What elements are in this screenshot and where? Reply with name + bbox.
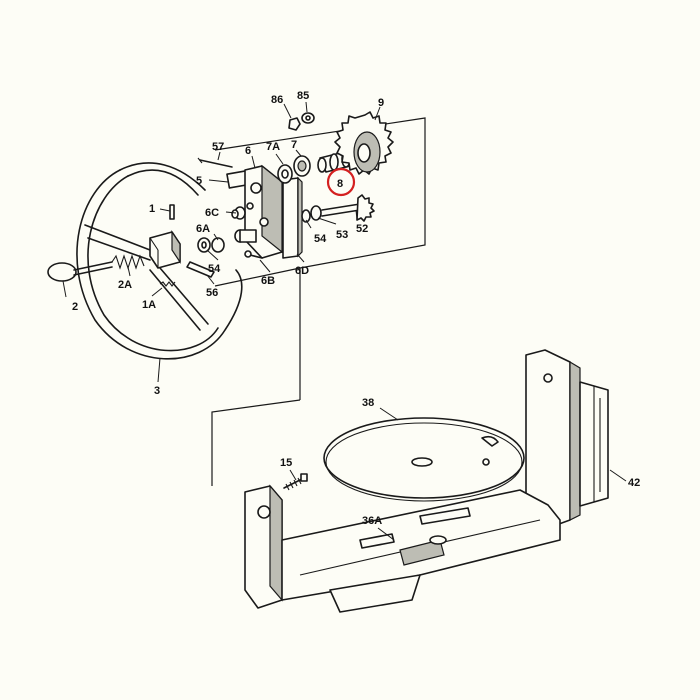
label-56: 56 bbox=[206, 287, 218, 299]
label-85: 85 bbox=[297, 90, 309, 102]
label-7: 7 bbox=[291, 139, 297, 151]
label-2a: 2A bbox=[118, 279, 132, 291]
label-6c: 6C bbox=[205, 207, 219, 219]
label-86: 86 bbox=[271, 94, 283, 106]
bushing-6a bbox=[211, 229, 257, 253]
bolt-6b bbox=[244, 250, 263, 259]
pin-57 bbox=[197, 157, 233, 168]
base-frame bbox=[244, 484, 561, 613]
label-15: 15 bbox=[280, 457, 292, 469]
label-54-upper: 54 bbox=[314, 233, 327, 245]
label-38: 38 bbox=[362, 397, 374, 409]
turntable-plate-38 bbox=[323, 417, 525, 502]
washer-7a bbox=[277, 164, 293, 184]
washer-54-upper bbox=[301, 209, 311, 223]
nut-86 bbox=[288, 117, 301, 131]
pinion-shaft-52 bbox=[321, 194, 375, 222]
label-9: 9 bbox=[378, 97, 384, 109]
label-3: 3 bbox=[154, 385, 160, 397]
plate-6d bbox=[282, 176, 303, 259]
wheel-clamp-block bbox=[149, 230, 181, 269]
label-2: 2 bbox=[72, 301, 78, 313]
label-6d: 6D bbox=[295, 265, 309, 277]
label-7a: 7A bbox=[266, 141, 280, 153]
washer-54-lower bbox=[197, 237, 211, 253]
label-6a: 6A bbox=[196, 223, 210, 235]
label-57: 57 bbox=[212, 141, 224, 153]
label-6b: 6B bbox=[261, 275, 275, 287]
spring-2a bbox=[111, 254, 145, 270]
seal-7 bbox=[293, 155, 311, 177]
label-52: 52 bbox=[356, 223, 368, 235]
upright-42 bbox=[525, 349, 609, 529]
steering-wheel bbox=[76, 162, 243, 360]
label-42: 42 bbox=[628, 477, 640, 489]
label-6: 6 bbox=[245, 145, 251, 157]
gear-9 bbox=[334, 111, 394, 175]
label-54-lower: 54 bbox=[208, 263, 221, 275]
label-36a: 36A bbox=[362, 515, 382, 527]
label-5: 5 bbox=[196, 175, 202, 187]
lower-frame-assembly bbox=[211, 349, 609, 613]
highlight-ring-part-8 bbox=[326, 167, 356, 197]
label-8: 8 bbox=[337, 178, 343, 190]
label-1a: 1A bbox=[142, 299, 156, 311]
label-1: 1 bbox=[149, 203, 155, 215]
leader-lines bbox=[62, 101, 627, 541]
bolt-15 bbox=[283, 473, 308, 491]
gear-housing-6 bbox=[244, 164, 283, 259]
spring-1a bbox=[159, 281, 176, 287]
pin-1 bbox=[169, 204, 175, 220]
key-56 bbox=[186, 261, 215, 278]
label-53: 53 bbox=[336, 229, 348, 241]
upper-assembly bbox=[47, 111, 426, 400]
part-labels: 86 85 9 57 6 7A 7 5 8 1 6C 54 53 52 6A 6… bbox=[72, 90, 640, 527]
washer-85 bbox=[301, 112, 315, 124]
steering-knob bbox=[47, 261, 113, 282]
sleeve-53 bbox=[310, 205, 322, 221]
